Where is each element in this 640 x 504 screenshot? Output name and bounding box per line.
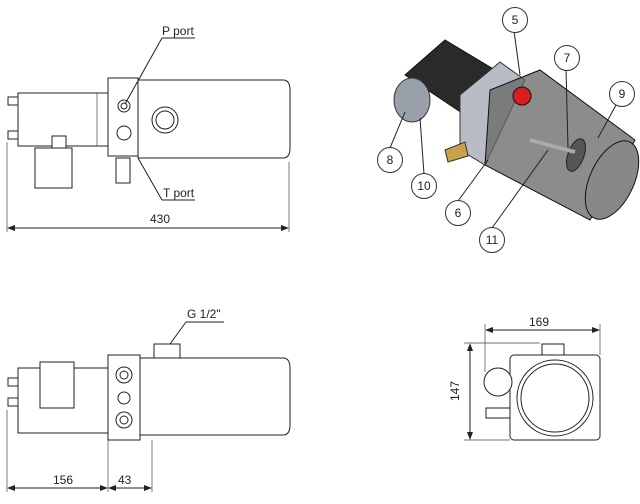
width-dimension: 169 — [529, 315, 550, 329]
t-port-label: T port — [163, 186, 195, 200]
manifold-face — [509, 354, 601, 441]
filler-cap — [541, 343, 565, 356]
height-dimension: 147 — [448, 380, 463, 402]
overall-length-dimension: 430 — [150, 212, 171, 226]
balloon-6: 6 — [445, 200, 471, 226]
motor-end-cover — [393, 77, 431, 123]
tank — [137, 79, 291, 159]
filler-cap — [153, 343, 181, 359]
balloon-8: 8 — [377, 147, 403, 173]
t-port-fitting — [115, 157, 131, 184]
tank — [139, 357, 291, 436]
manifold-block — [107, 354, 141, 441]
balloon-10: 10 — [411, 173, 437, 199]
fill-port-label: G 1/2" — [187, 307, 221, 321]
motor-length-dimension: 156 — [53, 473, 74, 487]
balloon-9: 9 — [609, 81, 635, 107]
motor-end — [483, 367, 513, 397]
side-view — [464, 324, 601, 441]
solenoid-valve — [34, 147, 73, 189]
brass-fitting — [444, 141, 469, 163]
top-view — [6, 37, 291, 232]
balloon-7: 7 — [554, 45, 580, 71]
manifold-width-dimension: 43 — [118, 473, 132, 487]
filler-cap — [512, 86, 532, 106]
solenoid-valve — [39, 361, 75, 409]
front-view — [6, 321, 291, 492]
manifold-block — [107, 77, 139, 157]
balloon-11: 11 — [479, 227, 505, 253]
balloon-5: 5 — [502, 7, 528, 33]
fitting — [485, 407, 511, 419]
p-port-label: P port — [162, 24, 194, 38]
isometric-view — [389, 30, 640, 229]
